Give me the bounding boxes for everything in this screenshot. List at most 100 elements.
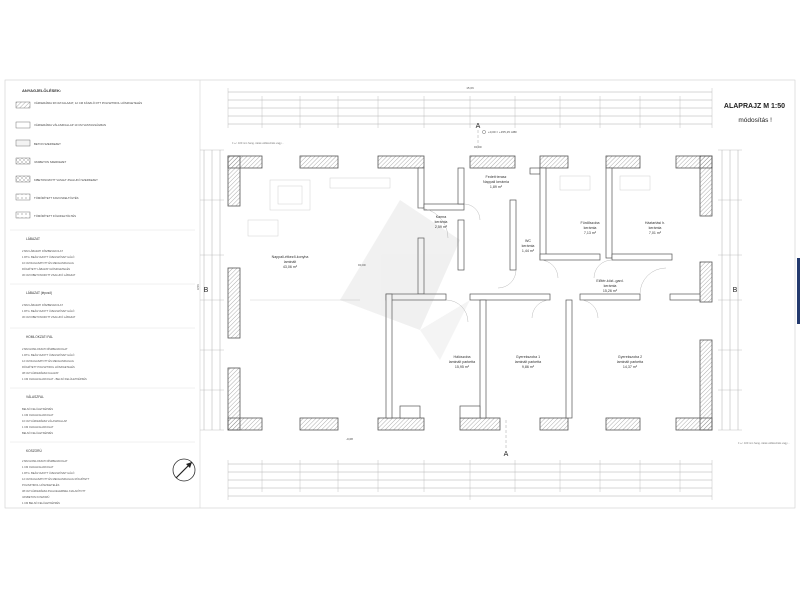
legend-item-label: VÁZKERÁMIA 38 CM FALAZAT, 12 CM KÁSZLÓ D… [34,100,142,105]
legend-item-label: KIBETONOZOTT VASALT ZSALUKŐ SZERKEZET [34,177,98,182]
svg-text:2 MM HOMLOKZATI DÍSZBEVAKOLAT: 2 MM HOMLOKZATI DÍSZBEVAKOLAT [22,347,68,351]
svg-text:Előtér-közl.-gard.: Előtér-közl.-gard. [596,279,623,283]
svg-text:laminált parketta: laminált parketta [515,360,541,364]
layer-homlokzati-fal: HOMLOKZATI FAL 2 MM HOMLOKZATI DÍSZBEVAK… [22,335,87,381]
layer-title: LÁBAZAT (lépcső) [26,291,52,295]
room-label: Fürdőszoba kerámia 7,13 m² [581,221,600,235]
layer-title: VÁLASZFAL [26,395,44,399]
svg-text:15,26 m²: 15,26 m² [603,289,618,293]
plan-title: ALAPRAJZ M 1:50 [724,103,785,110]
legend-item-label: TÖMÖRÍTETT KAVICSFELTÖLTÉS [34,195,79,200]
svg-text:1 CM OLDALFALVAKOLAT: 1 CM OLDALFALVAKOLAT [22,425,54,429]
room-label: Előtér-közl.-gard. kerámia 15,26 m² [596,279,623,293]
room-label: WC kerámia 1,44 m² [522,239,535,253]
svg-text:1,44 m²: 1,44 m² [522,249,535,253]
entry-level: +0,00 = +155,15 mBF [488,130,517,134]
layer-koszorú: KOSZORÚ 2 MM HOMLOKZATI DÍSZBEVAKOLAT 1 … [22,448,90,505]
svg-text:1 RTG. BEÁGYAZOTT ÜVEGSZÖVET H: 1 RTG. BEÁGYAZOTT ÜVEGSZÖVET HÁLÓ [22,254,74,259]
svg-text:10 CM VÁZKERÁMIA VÁLASZFALLAP: 10 CM VÁZKERÁMIA VÁLASZFALLAP [22,419,67,423]
layer-lábazat: LÁBAZAT 2 MM LÁBAZATI DÍSZBEVAKOLAT 1 RT… [22,237,76,277]
svg-text:kerámia: kerámia [649,226,662,230]
layer-title: HOMLOKZATI FAL [26,335,53,339]
furniture-outlines [247,175,651,301]
legend-header: ANYAGJELÖLÉSEK: [22,88,61,93]
svg-text:Kamra: Kamra [436,215,447,219]
svg-text:2 MM LÁBAZATI DÍSZBEVAKOLAT: 2 MM LÁBAZATI DÍSZBEVAKOLAT [22,303,63,307]
svg-text:Nappali kerámia: Nappali kerámia [483,180,509,184]
svg-text:BELSŐ FELÜLETKÉPZÉS: BELSŐ FELÜLETKÉPZÉS [22,430,53,435]
legend-item: VASBETON SZERKEZET [15,157,67,165]
room-label: Fedett terasz Nappali kerámia 1,89 m² [483,175,509,189]
overall-width-dimension: 15,66 [466,86,474,90]
legend-item: KIBETONOZOTT VASALT ZSALUKŐ SZERKEZET [15,175,98,183]
svg-text:RÖGZÍTETT POLISZTIROL HŐSZIGET: RÖGZÍTETT POLISZTIROL HŐSZIGETELÉS [22,364,75,369]
svg-text:laminált: laminált [284,260,296,264]
side-dimension-lines [200,149,742,431]
legend-item: VÁZKERÁMIA 38 CM FALAZAT, 12 CM KÁSZLÓ D… [15,100,142,109]
svg-text:1 CM BELSŐ FELÜLETKÉPZÉS: 1 CM BELSŐ FELÜLETKÉPZÉS [22,500,60,505]
svg-text:2 MM HOMLOKZATI DÍSZBEVAKOLAT: 2 MM HOMLOKZATI DÍSZBEVAKOLAT [22,459,68,463]
svg-text:POLISZTIROL HŐSZIGETELÉS: POLISZTIROL HŐSZIGETELÉS [22,482,60,487]
svg-text:1 RTG. BEÁGYAZOTT ÜVEGSZÖVET H: 1 RTG. BEÁGYAZOTT ÜVEGSZÖVET HÁLÓ [22,308,74,313]
legend-item-label: VASBETON SZERKEZET [34,160,67,164]
bottom-dimension-lines [227,460,713,500]
svg-text:1 RTG. BEÁGYAZOTT ÜVEGSZÖVET H: 1 RTG. BEÁGYAZOTT ÜVEGSZÖVET HÁLÓ [22,470,74,475]
watermark-logo [340,200,470,360]
svg-text:BELSŐ FELÜLETKÉPZÉS: BELSŐ FELÜLETKÉPZÉS [22,406,53,411]
level-zero-living: ±0,00 [358,263,366,267]
level-minus: -0,08 [346,437,353,441]
svg-text:VASBETON KOSZORÚ: VASBETON KOSZORÚ [22,494,50,499]
section-mark-b-right: B [733,287,738,294]
legend-item: TÖMÖRÍTETT KAVICSFELTÖLTÉS [15,193,79,201]
svg-text:7,13 m²: 7,13 m² [584,231,597,235]
svg-text:1,89 m²: 1,89 m² [490,185,503,189]
section-mark-b-left: B [204,287,209,294]
svg-text:Hálószoba: Hálószoba [454,355,471,359]
page-edge-tab [797,258,800,324]
svg-text:Gyerekszoba 2: Gyerekszoba 2 [618,355,642,359]
svg-text:Fedett terasz: Fedett terasz [486,175,507,179]
svg-text:kerámia: kerámia [522,244,535,248]
svg-text:Gyerekszoba 1: Gyerekszoba 1 [516,355,540,359]
layer-válaszfal: VÁLASZFAL BELSŐ FELÜLETKÉPZÉS 1 CM OLDAL… [22,395,67,435]
svg-text:1 CM OLDALFALVAKOLAT - BELSŐ F: 1 CM OLDALFALVAKOLAT - BELSŐ FELÜLETKÉPZ… [22,376,87,381]
svg-text:Háztartási h.: Háztartási h. [645,221,665,225]
svg-text:kerámia: kerámia [435,220,448,224]
svg-text:laminált parketta: laminált parketta [449,360,475,364]
north-arrow-icon [172,458,196,482]
legend-item-label: TÖMÖRÍTETT FÖLDFELTÖLTÉS [34,213,76,218]
svg-text:43,06 m²: 43,06 m² [283,265,298,269]
svg-text:38 CM VÁZKERÁMIA ZSALUELEMMEL: 38 CM VÁZKERÁMIA ZSALUELEMMEL KIALAKÍTOT… [22,489,86,493]
legend-item-label: VÁZKERÁMIA VÁLASZFALLAP 10 CM VASTAGSÁGB… [34,123,106,127]
svg-text:1 CM OLDALFALVAKOLAT: 1 CM OLDALFALVAKOLAT [22,465,54,469]
exterior-walls [227,155,713,431]
svg-text:14,37 m²: 14,37 m² [623,365,638,369]
room-label: Gyerekszoba 2 laminált parketta 14,37 m² [617,355,643,369]
svg-text:kerámia: kerámia [604,284,617,288]
note-top-left: ± +/- 100 mm hang. ütésé előkészítés vag… [232,141,284,145]
overall-height-dimension: 9,56 [196,284,200,290]
svg-text:9,86 m²: 9,86 m² [522,365,535,369]
svg-text:2 MM LÁBAZATI DÍSZBEVAKOLAT: 2 MM LÁBAZATI DÍSZBEVAKOLAT [22,249,63,253]
svg-text:30 CM KIBETONOZOTT ZSALUKŐ LÁB: 30 CM KIBETONOZOTT ZSALUKŐ LÁBAZAT [22,314,76,319]
room-label: Háztartási h. kerámia 7,01 m² [645,221,665,235]
legend-item-label: BETON SZERKEZET [34,142,61,146]
sheet-border [4,79,796,509]
layer-title: KOSZORÚ [26,448,42,453]
revision-note: módosítás ! [738,117,772,124]
svg-text:WC: WC [525,239,531,243]
interior-walls [385,167,701,419]
svg-text:kerámia: kerámia [584,226,597,230]
svg-text:15,95 m²: 15,95 m² [455,365,470,369]
svg-text:12 CM RAGASZTOTT ÉS MECHANIKAI: 12 CM RAGASZTOTT ÉS MECHANIKAILAG [22,358,74,363]
section-mark-a-top: A [476,123,481,130]
door-swings [417,203,667,323]
room-label: Gyerekszoba 1 laminált parketta 9,86 m² [515,355,541,369]
layer-title: LÁBAZAT [26,237,40,241]
svg-text:12 CM RAGASZTOTT ÉS MECHANIKAI: 12 CM RAGASZTOTT ÉS MECHANIKAILAG RÖGZÍT… [22,476,90,481]
svg-text:7,01 m²: 7,01 m² [649,231,662,235]
layer-lábazat-lépcső: LÁBAZAT (lépcső) 2 MM LÁBAZATI DÍSZBEVAK… [22,291,76,319]
legend-item: VÁZKERÁMIA VÁLASZFALLAP 10 CM VASTAGSÁGB… [15,121,106,129]
room-labels: Nappali-étkező-konyha laminált 43,06 m² … [272,175,665,369]
